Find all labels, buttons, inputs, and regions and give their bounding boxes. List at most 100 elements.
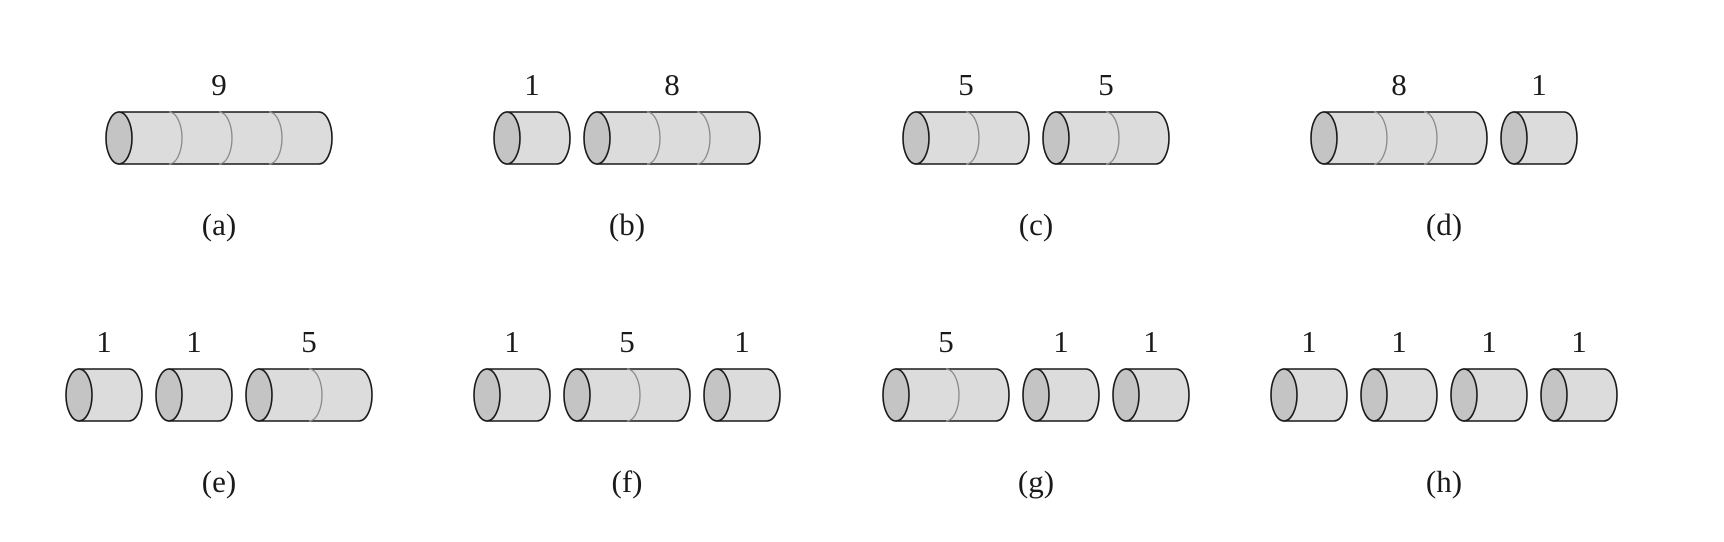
rod-seam — [965, 111, 980, 165]
rod-body — [1283, 368, 1348, 422]
rod-length-label: 1 — [186, 324, 202, 359]
panel-c: 5 5 (c) — [902, 67, 1170, 242]
rod-body — [168, 368, 233, 422]
rod-length-label: 1 — [1571, 324, 1587, 359]
rod-end-cap — [1270, 368, 1298, 422]
panel-a: 9 (a) — [105, 67, 333, 242]
panel-caption: (h) — [1426, 464, 1462, 499]
rod-length-label: 5 — [1098, 67, 1114, 102]
rod-seam — [945, 368, 960, 422]
rod-body — [78, 368, 143, 422]
rod-length-label: 9 — [211, 67, 227, 102]
rod-g-2: 1 — [1022, 324, 1100, 422]
rod-seam — [1373, 111, 1388, 165]
rod-body — [1463, 368, 1528, 422]
rod-body — [1035, 368, 1100, 422]
rod-e-1: 1 — [65, 324, 143, 422]
rod-length-label: 1 — [1391, 324, 1407, 359]
rod-h-2: 1 — [1360, 324, 1438, 422]
panel-e: 1 1 5 (e) — [65, 324, 373, 499]
rod-seam — [1423, 111, 1438, 165]
rod-seam — [696, 111, 711, 165]
rod-end-cap — [1360, 368, 1388, 422]
rod-length-label: 1 — [96, 324, 112, 359]
rod-a-1: 9 — [105, 67, 333, 165]
rod-length-label: 5 — [938, 324, 954, 359]
rod-body — [1055, 111, 1170, 165]
rod-length-label: 1 — [504, 324, 520, 359]
rod-end-cap — [1112, 368, 1140, 422]
rod-seam — [646, 111, 661, 165]
rod-d-1: 8 — [1310, 67, 1488, 165]
panel-caption: (f) — [612, 464, 643, 499]
rod-h-1: 1 — [1270, 324, 1348, 422]
panel-caption: (g) — [1018, 464, 1054, 499]
rod-seam — [218, 111, 233, 165]
rod-length-label: 8 — [1391, 67, 1407, 102]
panel-g: 5 1 1 (g) — [882, 324, 1190, 499]
rod-length-label: 5 — [958, 67, 974, 102]
rod-length-label: 5 — [619, 324, 635, 359]
panel-caption: (d) — [1426, 207, 1462, 242]
rod-body — [596, 111, 761, 165]
rod-seam — [626, 368, 641, 422]
rod-length-label: 8 — [664, 67, 680, 102]
rod-length-label: 1 — [1143, 324, 1159, 359]
rod-end-cap — [583, 111, 611, 165]
panel-caption: (e) — [202, 464, 236, 499]
rod-end-cap — [65, 368, 93, 422]
panel-h: 1 1 1 1 (h) — [1270, 324, 1618, 499]
rod-body — [1373, 368, 1438, 422]
rod-body — [1323, 111, 1488, 165]
rod-end-cap — [1310, 111, 1338, 165]
rod-length-label: 1 — [1301, 324, 1317, 359]
rod-e-2: 1 — [155, 324, 233, 422]
rod-length-label: 1 — [1481, 324, 1497, 359]
rod-b-2: 8 — [583, 67, 761, 165]
rod-end-cap — [473, 368, 501, 422]
rod-end-cap — [1042, 111, 1070, 165]
panel-d: 8 1 (d) — [1310, 67, 1578, 242]
rod-end-cap — [703, 368, 731, 422]
rod-f-1: 1 — [473, 324, 551, 422]
rod-seam — [1105, 111, 1120, 165]
rod-length-label: 1 — [524, 67, 540, 102]
rod-b-1: 1 — [493, 67, 571, 165]
rod-length-label: 1 — [1053, 324, 1069, 359]
rod-end-cap — [155, 368, 183, 422]
rod-g-3: 1 — [1112, 324, 1190, 422]
rod-end-cap — [493, 111, 521, 165]
rod-end-cap — [882, 368, 910, 422]
rod-length-label: 5 — [301, 324, 317, 359]
rod-g-1: 5 — [882, 324, 1010, 422]
rod-body — [118, 111, 333, 165]
rod-d-2: 1 — [1500, 67, 1578, 165]
rod-body — [915, 111, 1030, 165]
panel-caption: (a) — [202, 207, 236, 242]
rod-seam — [168, 111, 183, 165]
rod-body — [895, 368, 1010, 422]
rod-h-3: 1 — [1450, 324, 1528, 422]
rod-body — [258, 368, 373, 422]
rod-c-1: 5 — [902, 67, 1030, 165]
rod-end-cap — [1450, 368, 1478, 422]
rod-body — [486, 368, 551, 422]
rod-body — [1513, 111, 1578, 165]
rod-length-label: 1 — [1531, 67, 1547, 102]
rod-end-cap — [245, 368, 273, 422]
rod-seam — [268, 111, 283, 165]
rod-f-2: 5 — [563, 324, 691, 422]
rod-end-cap — [1540, 368, 1568, 422]
rod-body — [1553, 368, 1618, 422]
panel-caption: (c) — [1019, 207, 1053, 242]
rod-c-2: 5 — [1042, 67, 1170, 165]
rod-end-cap — [1500, 111, 1528, 165]
rod-end-cap — [105, 111, 133, 165]
rod-e-3: 5 — [245, 324, 373, 422]
rod-h-4: 1 — [1540, 324, 1618, 422]
rod-end-cap — [563, 368, 591, 422]
rod-body — [506, 111, 571, 165]
